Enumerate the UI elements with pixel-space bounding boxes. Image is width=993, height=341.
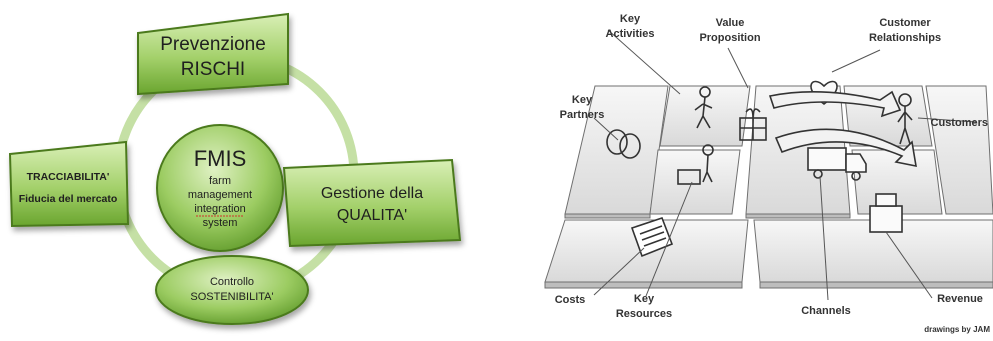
box-tracciabilita-line1: TRACCIABILITA' bbox=[27, 171, 110, 183]
fmis-diagram: FMIS farm management integration system … bbox=[0, 0, 480, 336]
label-customer-relationships-1: Customer bbox=[879, 17, 931, 29]
canvas-labels: Key Activities Value Proposition Custome… bbox=[555, 13, 988, 320]
label-key-partners-2: Partners bbox=[560, 109, 605, 121]
sketch-illustrations bbox=[606, 80, 917, 258]
label-key-resources-2: Resources bbox=[616, 308, 672, 320]
truck-icon bbox=[807, 147, 847, 171]
label-value-proposition-1: Value bbox=[716, 17, 745, 29]
label-key-activities-1: Key bbox=[620, 13, 641, 25]
label-channels: Channels bbox=[801, 305, 851, 317]
canvas-svg: Key Activities Value Proposition Custome… bbox=[544, 13, 993, 334]
box-qualita-line1: Gestione della bbox=[321, 185, 423, 202]
machine-icon bbox=[677, 169, 701, 185]
block-revenue-streams bbox=[753, 219, 993, 283]
channel-arrow bbox=[774, 128, 917, 168]
relationship-arrow bbox=[768, 90, 902, 118]
leader-lines bbox=[593, 29, 977, 301]
label-customers: Customers bbox=[931, 117, 988, 129]
box-prevenzione bbox=[137, 12, 289, 96]
label-customer-relationships-2: Relationships bbox=[869, 32, 941, 44]
center-title: FMIS bbox=[194, 146, 247, 171]
label-costs: Costs bbox=[555, 294, 586, 306]
center-line-2: management bbox=[188, 189, 252, 201]
center-line-4: system bbox=[203, 217, 238, 229]
box-sostenibilita bbox=[155, 255, 309, 325]
box-prevenzione-line2: RISCHI bbox=[181, 59, 245, 80]
credit-text: drawings by JAM bbox=[924, 325, 990, 334]
box-sostenibilita-line2: SOSTENIBILITA' bbox=[190, 291, 273, 303]
rings-icon bbox=[606, 129, 628, 155]
center-node bbox=[156, 124, 284, 252]
block-customer-segments bbox=[925, 85, 993, 215]
center-line-1: farm bbox=[209, 175, 231, 187]
box-qualita-line2: QUALITA' bbox=[337, 207, 407, 224]
box-sostenibilita-line1: Controllo bbox=[210, 276, 254, 288]
label-key-activities-2: Activities bbox=[606, 28, 655, 40]
block-key-resources bbox=[649, 149, 741, 215]
label-value-proposition-2: Proposition bbox=[699, 32, 760, 44]
box-tracciabilita-line2: Fiducia del mercato bbox=[19, 193, 118, 205]
business-model-canvas: Key Activities Value Proposition Custome… bbox=[520, 0, 993, 336]
canvas-blocks bbox=[544, 85, 993, 283]
fmis-diagram-svg: FMIS farm management integration system … bbox=[8, 12, 462, 325]
block-key-activities bbox=[659, 85, 751, 147]
block-channels bbox=[851, 149, 943, 215]
box-qualita bbox=[282, 158, 462, 248]
center-line-3: integration bbox=[194, 203, 245, 215]
block-edges bbox=[544, 213, 993, 289]
label-key-partners-1: Key bbox=[572, 94, 593, 106]
cash-register-icon bbox=[869, 205, 903, 233]
box-tracciabilita bbox=[8, 140, 130, 228]
label-revenue: Revenue bbox=[937, 293, 983, 305]
box-prevenzione-line1: Prevenzione bbox=[160, 34, 266, 55]
label-key-resources-1: Key bbox=[634, 293, 655, 305]
